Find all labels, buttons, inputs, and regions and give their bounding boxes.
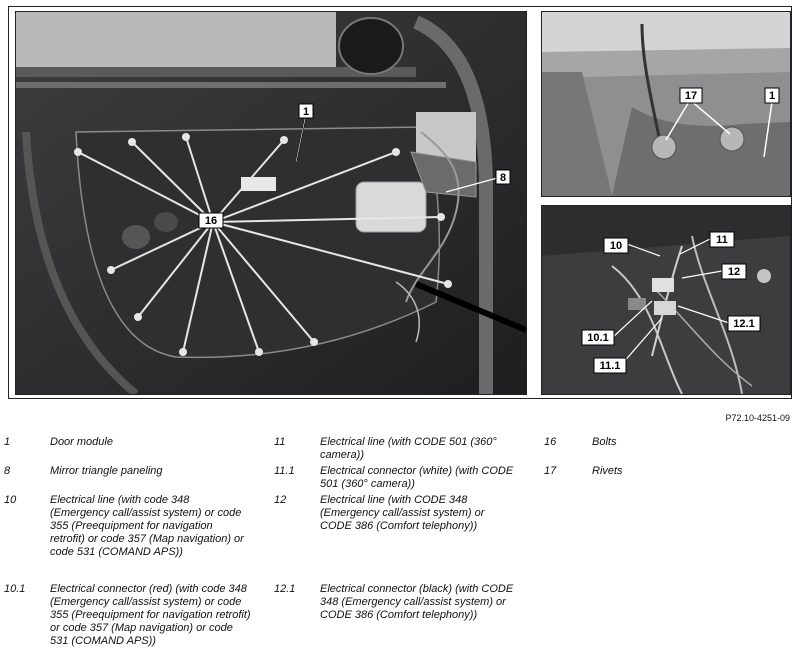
- legend-number: 10.1: [4, 583, 26, 595]
- callout-rivets-door-module: 1: [769, 90, 775, 102]
- legend-number: 11: [274, 436, 286, 448]
- legend-text: Electrical connector (white) (with CODE …: [320, 465, 514, 490]
- callout-connector-10-1: 10.1: [587, 332, 608, 344]
- callout-bolts: 16: [205, 215, 217, 227]
- legend-text: Electrical connector (red) (with code 34…: [50, 583, 251, 647]
- callout-line-12: 12: [728, 266, 740, 278]
- legend-text: Mirror triangle paneling: [50, 465, 163, 477]
- legend-number: 1: [4, 436, 11, 448]
- rivets-detail-photo: 17 1: [541, 11, 791, 197]
- callout-connector-11-1: 11.1: [600, 360, 621, 372]
- legend-number: 10: [4, 494, 17, 506]
- figure-frame: 1 8 16 17 1: [8, 6, 792, 399]
- legend-text: Rivets: [592, 465, 623, 477]
- legend-text: Electrical line (with CODE 348 (Emergenc…: [320, 494, 485, 532]
- callout-rivets: 17: [685, 90, 697, 102]
- legend-number: 8: [4, 465, 11, 477]
- legend-text: Bolts: [592, 436, 617, 448]
- legend-number: 12.1: [274, 583, 296, 595]
- connectors-detail-photo: 10 11 12 10.1 11.1 12.1: [541, 205, 791, 395]
- legend-text: Electrical line (with code 348 (Emergenc…: [50, 494, 244, 558]
- bolt-markers: [74, 133, 452, 356]
- legend-number: 17: [544, 465, 557, 477]
- bolt-leader-lines: [77, 136, 449, 353]
- callout-connector-12-1: 12.1: [733, 318, 754, 330]
- callout-line-10: 10: [610, 240, 622, 252]
- callout-mirror-triangle: 8: [500, 172, 506, 184]
- legend: 1 Door module 8 Mirror triangle paneling…: [0, 436, 800, 668]
- figure-reference-number: P72.10-4251-09: [725, 413, 790, 423]
- callout-door-module: 1: [303, 106, 309, 118]
- rivets-illustration: 17 1: [542, 12, 790, 196]
- legend-number: 12: [274, 494, 287, 506]
- legend-text: Electrical connector (black) (with CODE …: [320, 583, 514, 621]
- callout-line-11: 11: [716, 234, 728, 246]
- connectors-illustration: 10 11 12 10.1 11.1 12.1: [542, 206, 790, 394]
- legend-text: Door module: [50, 436, 113, 448]
- legend-number: 11.1: [274, 465, 295, 477]
- legend-number: 16: [544, 436, 557, 448]
- legend-text: Electrical line (with CODE 501 (360° cam…: [320, 436, 497, 461]
- door-module-photo: 1 8 16: [15, 11, 527, 395]
- door-module-illustration: 1 8 16: [16, 12, 526, 394]
